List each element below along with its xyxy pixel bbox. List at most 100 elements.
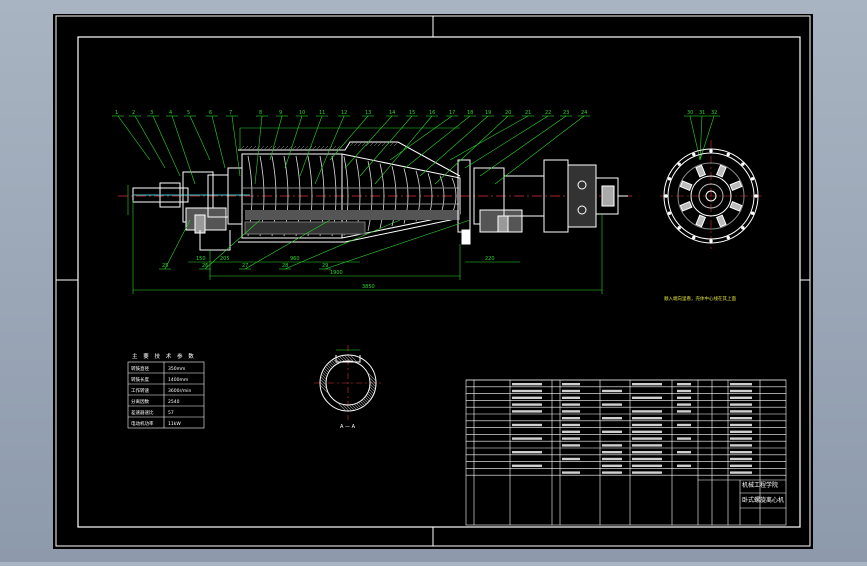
bom-text-mark: [512, 383, 542, 386]
section-hatch-line: [347, 406, 349, 408]
section-hatch-line: [343, 405, 345, 407]
section-hatch-line: [326, 391, 328, 393]
leader-line: [324, 219, 471, 270]
bom-text-mark: [562, 396, 580, 399]
bom-text-mark: [602, 430, 622, 433]
section-hatch-line: [370, 387, 372, 389]
section-hatch-line: [338, 358, 340, 360]
section-hatch-line: [351, 356, 353, 358]
section-hatch-line: [323, 388, 325, 390]
hatch-line: [255, 145, 261, 151]
section-hatch-line: [360, 401, 362, 403]
section-hatch-line: [323, 382, 325, 384]
hatch-line: [267, 145, 273, 151]
section-hatch-line: [340, 360, 342, 362]
section-hatch-line: [353, 406, 355, 408]
bom-text-mark: [512, 389, 542, 393]
bom-text-mark: [677, 437, 691, 440]
part-balloon-label: 26: [202, 263, 208, 269]
section-hatch-line: [327, 392, 329, 394]
section-hatch-line: [365, 400, 367, 402]
section-hatch-line: [372, 392, 374, 394]
section-hatch-line: [328, 363, 330, 365]
screw-flight: [367, 161, 373, 231]
end-view[interactable]: [660, 140, 762, 252]
section-hatch-line: [322, 372, 324, 374]
section-hatch-line: [340, 405, 342, 407]
section-hatch-line: [369, 398, 371, 400]
section-hatch-line: [370, 384, 372, 386]
section-a-a[interactable]: [314, 345, 382, 420]
section-hatch-line: [342, 407, 344, 409]
section-hatch-line: [327, 365, 329, 367]
section-hatch-line: [349, 360, 351, 362]
section-hatch-line: [338, 361, 340, 363]
section-hatch-line: [373, 387, 375, 389]
section-hatch-line: [371, 391, 373, 393]
bom-text-mark: [562, 444, 580, 447]
section-hatch-line: [345, 359, 347, 361]
bom-text-mark: [632, 383, 662, 386]
section-hatch-line: [372, 389, 374, 391]
section-hatch-line: [351, 356, 353, 358]
section-hatch-line: [355, 405, 357, 407]
section-hatch-line: [371, 382, 373, 384]
bom-text-mark: [730, 410, 752, 413]
section-hatch-line: [339, 359, 341, 361]
section-hatch-line: [369, 389, 371, 391]
section-hatch-line: [352, 405, 354, 407]
leader-line: [284, 219, 401, 270]
section-hatch-line: [364, 402, 366, 404]
section-hatch-line: [368, 391, 370, 393]
section-hatch-line: [363, 401, 365, 403]
bolt-hole: [664, 194, 668, 198]
drawing-border: [77, 36, 801, 528]
section-hatch-line: [357, 404, 359, 406]
bom-text-mark: [730, 457, 752, 461]
section-hatch-line: [349, 357, 351, 359]
leader-line: [299, 115, 323, 177]
section-hatch-line: [367, 396, 369, 398]
section-hatch-line: [330, 362, 332, 364]
hatch-line: [353, 141, 359, 147]
section-hatch-line: [340, 360, 342, 362]
section-hatch-line: [322, 375, 324, 377]
section-hatch-line: [325, 369, 327, 371]
section-hatch-line: [325, 366, 327, 368]
section-hatch-line: [373, 378, 375, 380]
section-hatch-line: [365, 397, 367, 399]
section-label: A — A: [340, 424, 356, 430]
section-hatch-line: [326, 364, 328, 366]
bom-text-mark: [632, 464, 662, 467]
end-view-slot: [679, 180, 693, 192]
section-hatch-line: [368, 394, 370, 396]
section-hatch-line: [331, 360, 333, 362]
section-hatch-line: [340, 357, 342, 359]
bom-text-mark: [730, 396, 752, 399]
section-hatch-line: [374, 385, 376, 387]
section-hatch-line: [366, 398, 368, 400]
section-hatch-line: [321, 386, 323, 388]
part-balloon-label: 6: [209, 110, 212, 116]
section-hatch-line: [369, 377, 371, 379]
section-hatch-line: [329, 367, 331, 369]
casing-hatch: [239, 141, 399, 151]
bowl-cone: [341, 153, 461, 239]
section-hatch-line: [334, 363, 336, 365]
leader-line: [404, 115, 471, 169]
section-hatch-line: [371, 388, 373, 390]
section-hatch-line: [366, 398, 368, 400]
section-hatch-line: [329, 364, 331, 366]
hatch-line: [349, 141, 355, 147]
section-hatch-line: [368, 397, 370, 399]
section-hatch-line: [322, 378, 324, 380]
bom-text-mark: [730, 389, 752, 393]
centrifuge-assembly[interactable]: [118, 141, 632, 251]
bom-text-mark: [602, 403, 622, 406]
leader-line: [434, 115, 509, 185]
section-hatch-line: [352, 408, 354, 410]
section-hatch-line: [354, 404, 356, 406]
section-hatch-line: [323, 373, 325, 375]
